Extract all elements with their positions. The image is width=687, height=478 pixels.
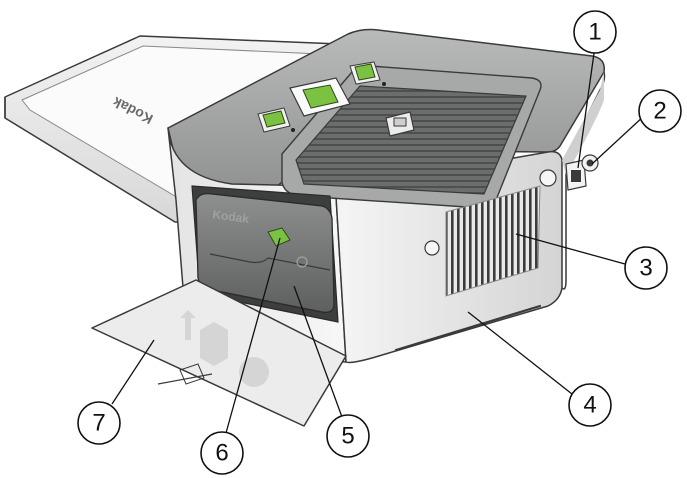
side-features <box>394 154 599 352</box>
callout-6-number: 6 <box>215 440 228 467</box>
green-button-left[interactable] <box>257 107 295 133</box>
ink-cartridge[interactable]: Kodak <box>195 192 335 313</box>
leader-7 <box>111 339 155 405</box>
leader-3 <box>515 233 626 265</box>
paper-output-door[interactable] <box>91 279 347 427</box>
control-buttons <box>257 61 386 133</box>
callout-7-number: 7 <box>92 410 105 437</box>
callout-7: 7 <box>77 401 121 445</box>
leader-lines <box>111 45 646 434</box>
paper-exit-slot <box>394 304 542 352</box>
dock-connector[interactable] <box>385 111 415 137</box>
callout-5: 5 <box>326 414 370 458</box>
leader-6 <box>225 237 281 434</box>
green-button-right[interactable] <box>349 61 386 86</box>
callout-3-number: 3 <box>639 255 652 282</box>
side-button[interactable] <box>539 169 557 187</box>
callout-5-number: 5 <box>341 423 354 450</box>
dc-power-port[interactable] <box>581 154 599 172</box>
callout-2-number: 2 <box>653 98 666 125</box>
leader-5 <box>293 285 343 418</box>
callout-2: 2 <box>638 89 682 133</box>
usb-port[interactable] <box>565 159 587 191</box>
front-side-button[interactable] <box>424 240 440 256</box>
leader-1 <box>577 45 596 169</box>
cartridge-release-latch[interactable] <box>267 227 291 247</box>
callout-4: 4 <box>568 383 612 427</box>
cartridge-logo: Kodak <box>212 207 251 226</box>
leader-4 <box>467 311 573 395</box>
ventilation-grille <box>445 185 541 297</box>
callout-6: 6 <box>200 431 244 475</box>
callout-4-number: 4 <box>583 392 596 419</box>
callout-3: 3 <box>624 246 668 290</box>
callout-1: 1 <box>573 10 617 54</box>
callout-1-number: 1 <box>588 19 601 46</box>
leader-2 <box>591 114 646 165</box>
green-button-center[interactable] <box>289 77 351 117</box>
